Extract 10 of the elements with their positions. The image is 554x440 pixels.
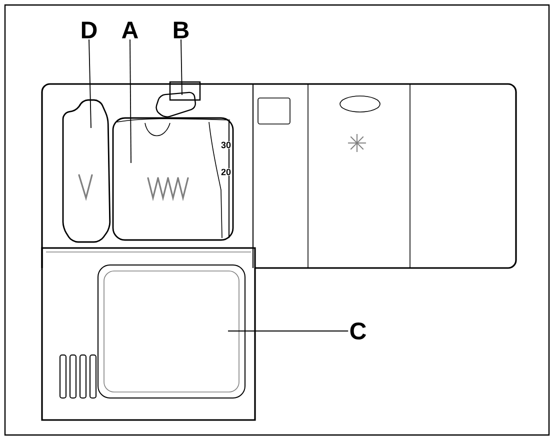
part-letter: D <box>82 22 97 38</box>
scale-number: 30 <box>220 141 232 149</box>
scale-number: 20 <box>220 168 232 176</box>
leader-line <box>228 330 349 332</box>
part-letter: A <box>122 22 138 38</box>
leader-line <box>88 39 92 128</box>
part-letter: C <box>350 322 366 340</box>
leader-line <box>130 39 132 164</box>
part-letter: B <box>174 22 189 38</box>
leader-line <box>180 39 182 96</box>
